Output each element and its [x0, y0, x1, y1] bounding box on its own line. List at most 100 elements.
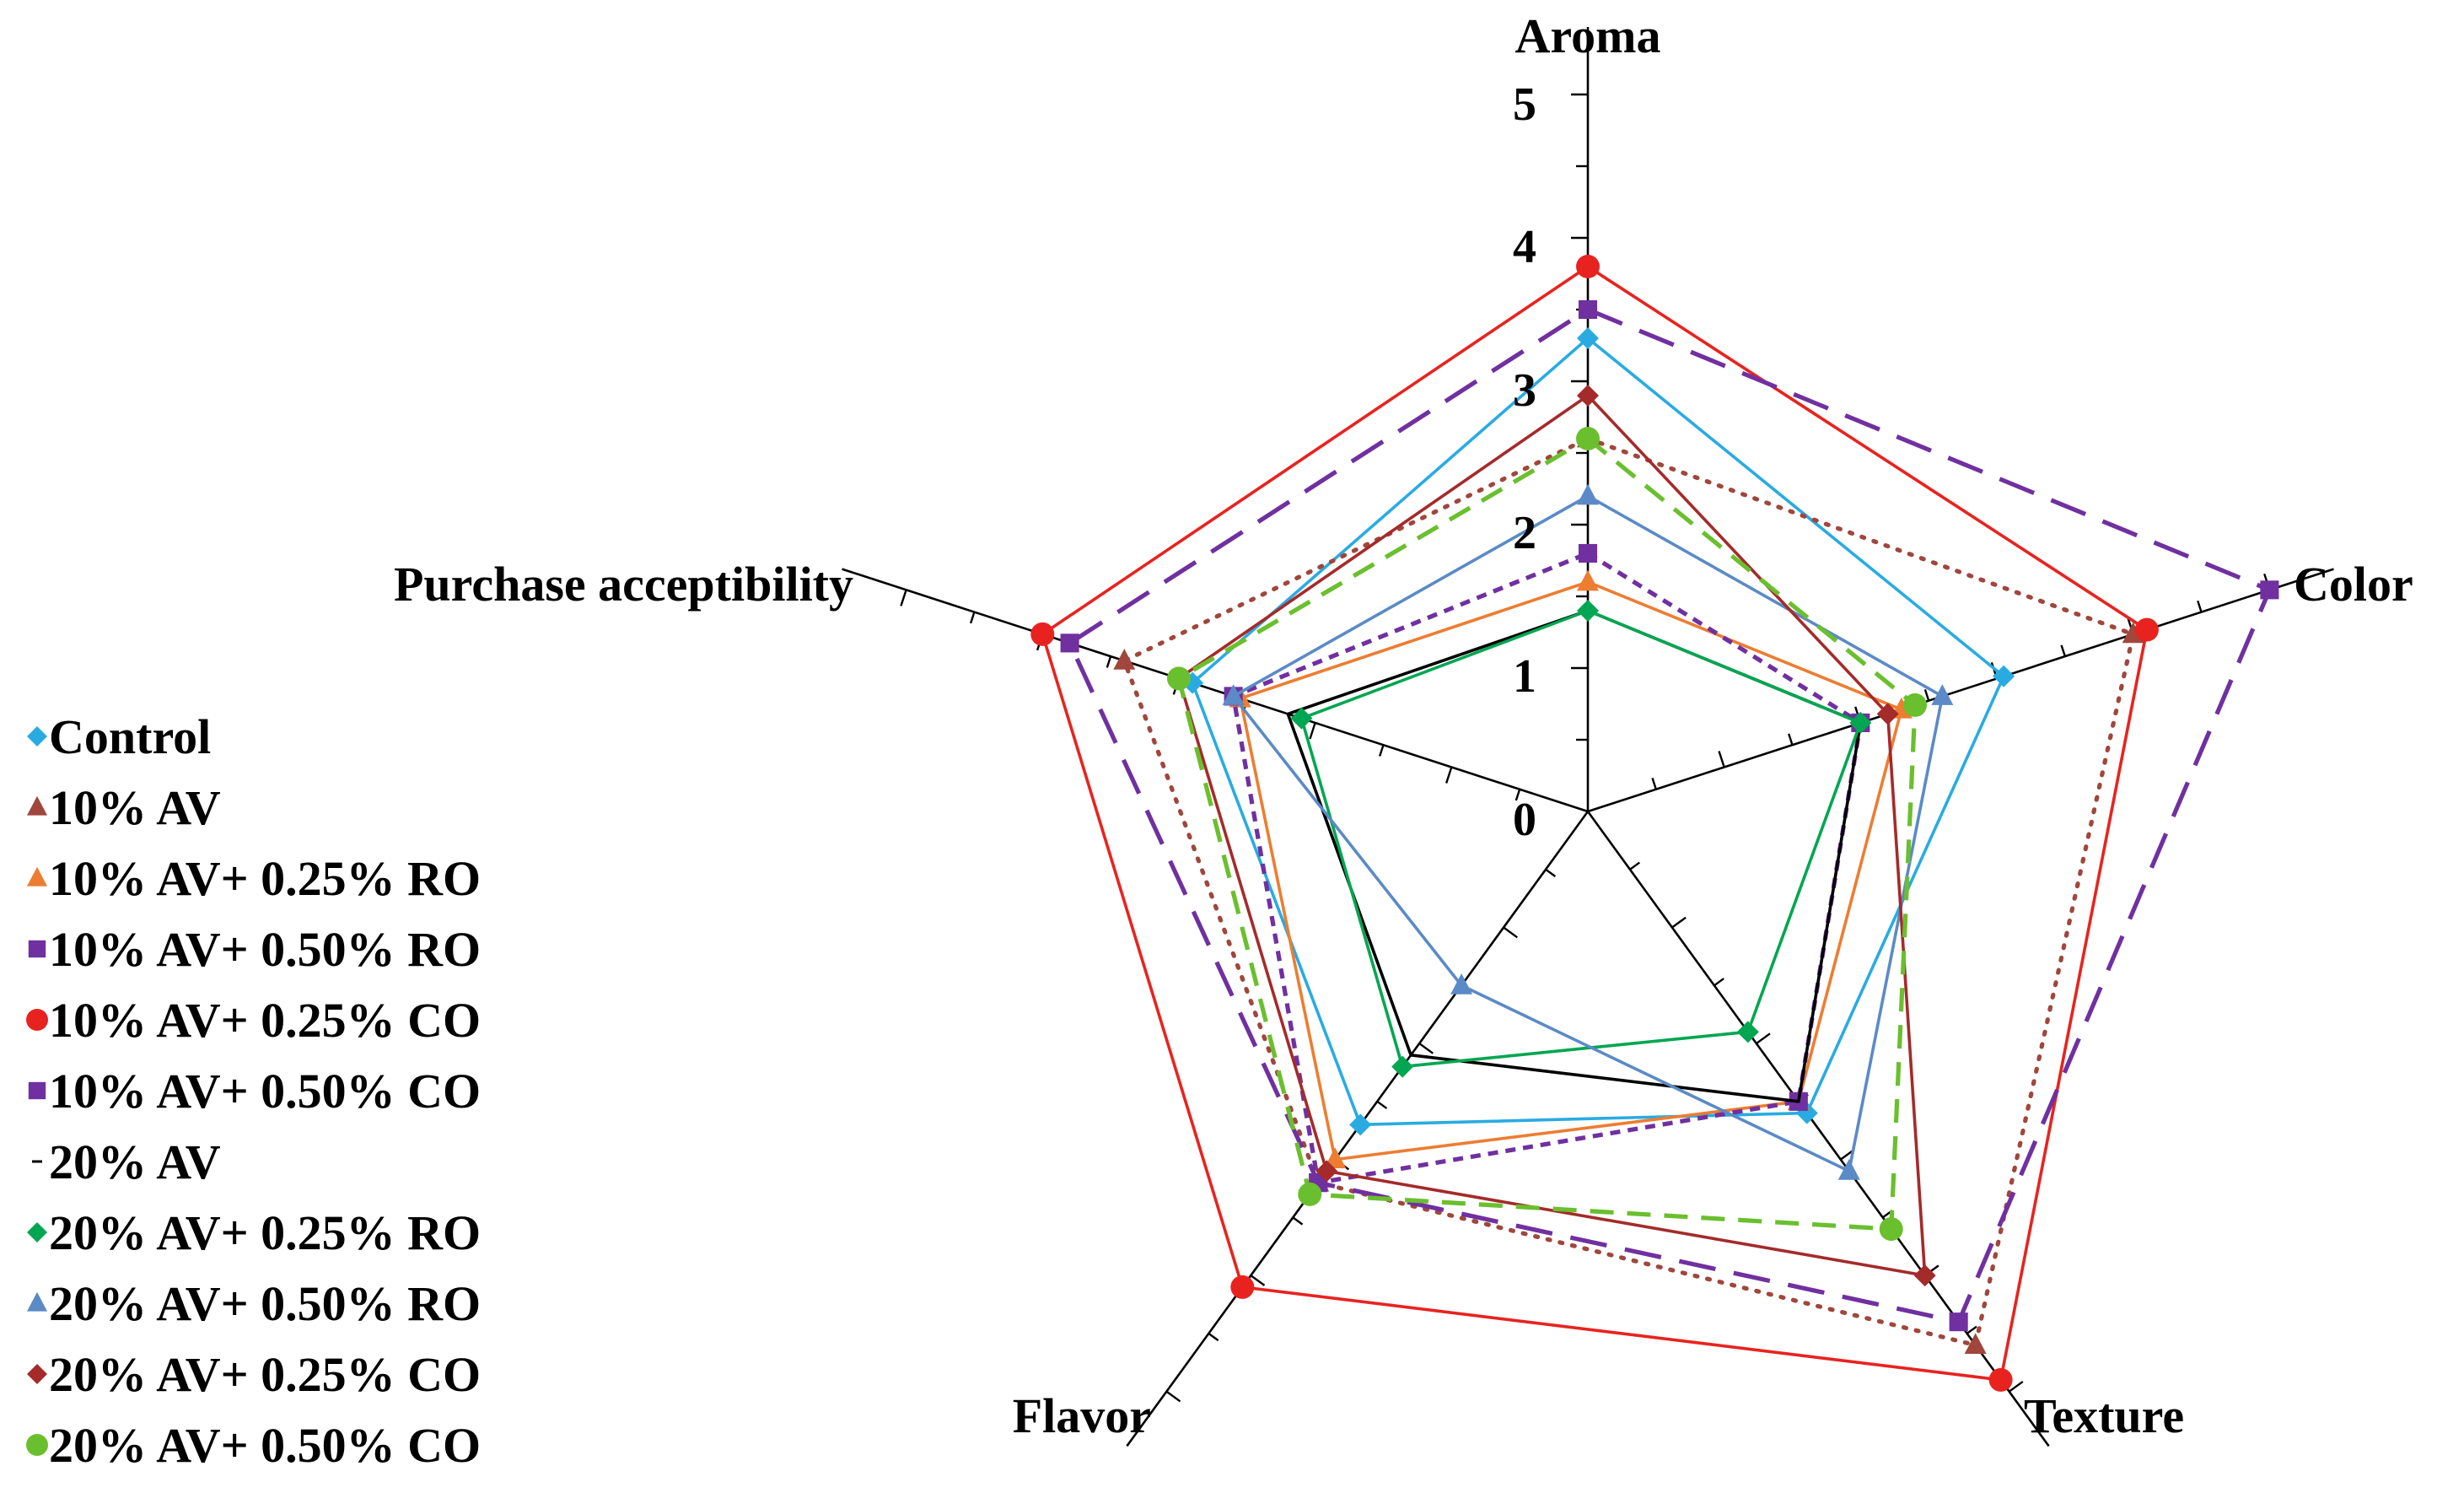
- series-line-20-av-0-25-co: [1177, 394, 1927, 1277]
- axis-tick: [2197, 600, 2203, 612]
- legend-label-20-av-050-co: 20% AV+ 0.50% CO: [49, 1418, 481, 1473]
- series-20-av-0-50-ro: [1222, 483, 1954, 1180]
- data-point-20-av-0-50-co-flavor: [1298, 1182, 1322, 1206]
- axis-tick: [1545, 868, 1557, 877]
- axis-tick: [1418, 1043, 1434, 1054]
- series-line-20-av-0-50-ro: [1231, 494, 1945, 1173]
- axis-line-purchase-acceptibility: [842, 568, 1589, 813]
- legend-swatch-10-av: [27, 795, 47, 816]
- series-20-av-0-25-co: [1167, 385, 1936, 1287]
- legend-swatch-20-av-0-25-co: [27, 1364, 47, 1384]
- data-point-10-av-0-25-co-purchase-acceptibility: [1030, 622, 1055, 646]
- scale-label-0: 0: [1513, 794, 1536, 846]
- data-point-10-av-0-25-co-texture: [1988, 1367, 2013, 1392]
- axis-tick: [1445, 767, 1453, 784]
- series-line-20-av-0-25-ro: [1299, 609, 1863, 1069]
- axis-tick: [1718, 751, 1725, 768]
- data-point-20-av-0-25-co-color: [1876, 703, 1899, 725]
- legend-swatch-20-av-0-25-ro: [27, 1222, 47, 1242]
- series-line-10-av: [1122, 436, 2136, 1348]
- data-point-control-color: [1993, 665, 2015, 687]
- axis-line-color: [1587, 568, 2334, 813]
- legend-label-20-av: 20% AV: [49, 1135, 221, 1189]
- legend-swatch-10-av-0-25-ro: [27, 866, 47, 887]
- scale-label-4: 4: [1513, 221, 1536, 273]
- axis-tick: [1788, 733, 1794, 746]
- axis-label-aroma: Aroma: [1515, 8, 1661, 63]
- series-10-av-0-25-ro: [1229, 569, 1913, 1168]
- legend-label-10-av-050-ro: 10% AV+ 0.50% RO: [49, 922, 481, 977]
- data-point-10-av-0-25-ro-aroma: [1577, 569, 1599, 591]
- legend: Control 10% AV 10% AV+ 0.25% RO 10% AV+ …: [26, 709, 481, 1473]
- series-line-10-av-0-25-ro: [1238, 580, 1903, 1162]
- data-point-20-av-0-25-ro-texture: [1736, 1021, 1759, 1043]
- axis-tick: [1208, 1332, 1219, 1342]
- series-line-10-av-0-25-co: [1041, 265, 2149, 1382]
- axis-tick: [1165, 1390, 1181, 1403]
- data-point-20-av-0-25-co-aroma: [1577, 385, 1599, 407]
- scale-label-2: 2: [1513, 507, 1536, 559]
- data-point-10-av-purchase-acceptibility: [1113, 649, 1136, 670]
- data-point-control-aroma: [1577, 327, 1599, 349]
- data-point-10-av-0-50-co-aroma: [1578, 299, 1598, 320]
- data-point-10-av-0-50-co-purchase-acceptibility: [1060, 633, 1079, 653]
- axis-tick: [2060, 644, 2067, 657]
- legend-label-10-av-025-co: 10% AV+ 0.25% CO: [49, 993, 481, 1048]
- legend-label-20-av-025-co: 20% AV+ 0.25% CO: [49, 1347, 481, 1402]
- axis-tick: [1756, 1032, 1771, 1045]
- series-20-av-0-50-co: [1166, 427, 1928, 1242]
- scale-label-5: 5: [1513, 78, 1536, 131]
- legend-label-10-av: 10% AV: [49, 780, 221, 835]
- scale-label-3: 3: [1513, 364, 1536, 417]
- series-line-control: [1191, 337, 2005, 1127]
- data-point-10-av-0-50-co-color: [2260, 580, 2279, 600]
- axis-tick: [1503, 926, 1518, 939]
- axis-label-texture: Texture: [2024, 1388, 2184, 1443]
- data-point-10-av-0-50-ro-aroma: [1578, 543, 1598, 563]
- legend-label-control: Control: [49, 709, 211, 764]
- axis-tick: [1966, 1325, 1977, 1334]
- axis-tick: [1379, 744, 1385, 757]
- axis-tick: [969, 612, 976, 624]
- data-point-10-av-0-25-co-flavor: [1230, 1275, 1255, 1299]
- data-point-20-av-0-50-ro-color: [1931, 684, 1954, 705]
- axis-tick: [1671, 916, 1687, 929]
- data-point-20-av-0-25-ro-flavor: [1391, 1055, 1414, 1078]
- series-line-10-av-0-50-ro: [1231, 551, 1863, 1185]
- data-point-20-av-0-50-co-texture: [1879, 1217, 1903, 1242]
- series-line-20-av: [1286, 609, 1863, 1103]
- data-point-20-av-0-25-ro-purchase-acceptibility: [1290, 707, 1313, 730]
- data-point-10-av-0-25-ro-flavor: [1324, 1147, 1347, 1168]
- data-point-20-av-0-25-ro-aroma: [1577, 600, 1599, 622]
- axis-label-purchase-acceptibility: Purchase acceptibility: [394, 557, 853, 612]
- axis-tick: [1309, 722, 1316, 740]
- legend-swatch-10-av-0-50-co: [28, 1081, 46, 1100]
- data-point-10-av-0-50-co-texture: [1949, 1312, 1968, 1332]
- axis-tick: [900, 589, 907, 606]
- axis-tick: [1923, 688, 1930, 702]
- legend-label-20-av-050-ro: 20% AV+ 0.50% RO: [49, 1276, 481, 1331]
- series-10-av-0-25-co: [1030, 255, 2159, 1392]
- legend-swatch-10-av-0-25-co: [26, 1009, 48, 1031]
- data-point-20-av-0-50-co-purchase-acceptibility: [1166, 666, 1191, 691]
- data-point-20-av-0-25-co-texture: [1913, 1264, 1936, 1287]
- axis-tick: [1250, 1275, 1266, 1286]
- data-point-control-flavor: [1349, 1113, 1372, 1136]
- axis-label-color: Color: [2294, 557, 2413, 612]
- legend-label-10-av-025-ro: 10% AV+ 0.25% RO: [49, 851, 481, 906]
- legend-swatch-control: [27, 726, 47, 746]
- data-point-20-av-0-50-ro-aroma: [1577, 483, 1599, 505]
- data-point-20-av-0-50-co-color: [1903, 693, 1928, 717]
- data-point-20-av-0-50-ro-flavor: [1450, 973, 1473, 994]
- axis-tick: [1376, 1100, 1388, 1110]
- axis-tick: [1651, 778, 1657, 790]
- series-20-av: [1286, 609, 1863, 1103]
- axis-tick: [1629, 861, 1640, 870]
- data-point-10-av-0-25-co-aroma: [1576, 255, 1600, 278]
- axis-tick: [1514, 789, 1521, 801]
- axis-label-flavor: Flavor: [1013, 1388, 1151, 1443]
- data-point-20-av-0-50-ro-texture: [1837, 1159, 1860, 1180]
- radar-labels: Aroma Color Texture Flavor Purchase acce…: [394, 8, 2413, 1443]
- axis-tick: [1292, 1216, 1304, 1226]
